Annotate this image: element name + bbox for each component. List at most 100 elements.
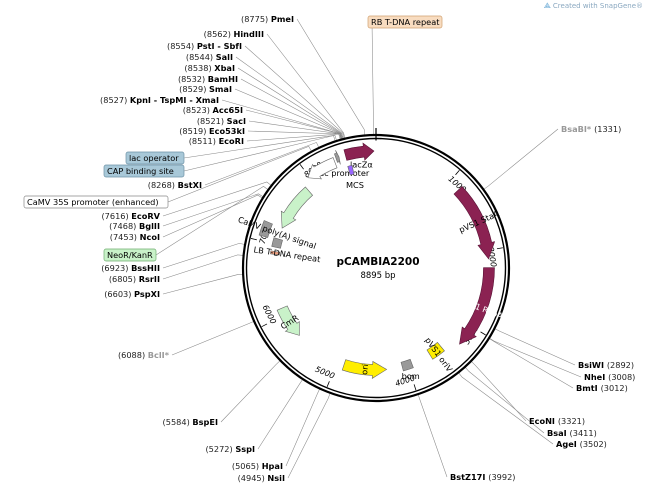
- site-position: (8527): [100, 95, 130, 105]
- site-label: (8544) SalI: [186, 52, 233, 62]
- site-label: (8523) Acc65I: [183, 105, 243, 115]
- site-label: (7468) BglII: [109, 221, 160, 231]
- site-enzyme: BglII: [139, 221, 160, 231]
- site-psti-sbfi: (8554) PstI - SbfI: [167, 41, 242, 51]
- box-label-rb-t-dna-repeat: RB T-DNA repeat: [367, 15, 443, 29]
- site-position: (3321): [558, 416, 585, 426]
- site-position: (7453): [110, 232, 140, 242]
- site-enzyme: EcoRV: [131, 211, 160, 221]
- site-leader-line: [464, 366, 545, 434]
- site-label: NheI (3008): [584, 372, 635, 382]
- ruler-tick: [326, 381, 330, 387]
- site-enzyme: BsaI: [547, 428, 570, 438]
- site-position: (7468): [109, 221, 139, 231]
- site-leader-line: [162, 254, 244, 280]
- ruler-tick: [455, 169, 460, 176]
- plasmid-name: pCAMBIA2200: [336, 256, 419, 268]
- site-enzyme: BclI*: [148, 350, 170, 360]
- site-econi: EcoNI (3321): [529, 416, 585, 426]
- site-label: AgeI (3502): [556, 439, 607, 449]
- feature-pvs1-oriv: [426, 341, 445, 360]
- site-label: BstZ17I (3992): [450, 472, 516, 482]
- feature-label-pvs1-oriv: pVS1 oriV: [423, 335, 455, 374]
- site-enzyme: PstI - SbfI: [197, 41, 242, 51]
- site-position: (5065): [232, 461, 262, 471]
- credit-text: Created with SnapGene®: [552, 2, 643, 10]
- feature-lac-promoter: [333, 150, 341, 165]
- site-leader-line: [494, 328, 576, 366]
- site-leader-line: [162, 181, 272, 217]
- site-label: BsaBI* (1331): [561, 124, 621, 134]
- site-position: (3502): [580, 439, 607, 449]
- site-bspei: (5584) BspEI: [163, 417, 218, 427]
- site-bglii: (7468) BglII: [109, 221, 160, 231]
- box-label-text: NeoR/KanR: [107, 250, 153, 260]
- box-label-camv-35s-promoter-enhanced: CaMV 35S promoter (enhanced): [23, 195, 169, 209]
- box-leader-line: [167, 146, 312, 203]
- feature-lacz: [343, 142, 375, 161]
- box-label-text: CaMV 35S promoter (enhanced): [27, 197, 159, 207]
- box-label-text: RB T-DNA repeat: [371, 17, 440, 27]
- plasmid-backbone: [241, 128, 511, 403]
- site-nhei: NheI (3008): [584, 372, 635, 382]
- site-bmti: BmtI (3012): [576, 383, 628, 393]
- site-label: BsiWI (2892): [578, 360, 634, 370]
- site-bsshii: (6923) BssHII: [101, 263, 160, 273]
- ruler-label: 5000: [314, 365, 336, 381]
- site-leader-line: [162, 193, 264, 227]
- site-position: (8775): [241, 14, 271, 24]
- site-enzyme: Eco53kI: [209, 126, 245, 136]
- site-enzyme: SacI: [227, 116, 246, 126]
- site-position: (8529): [179, 84, 209, 94]
- site-sspi: (5272) SspI: [205, 444, 255, 454]
- site-leader-line: [470, 360, 527, 422]
- plasmid-length: 8895 bp: [360, 271, 395, 281]
- site-label: EcoNI (3321): [529, 416, 585, 426]
- feature-mcs: [347, 164, 355, 176]
- site-label: BmtI (3012): [576, 383, 628, 393]
- box-label-background: [367, 15, 443, 29]
- snapgene-credit: ⟁ Created with SnapGene®: [544, 1, 643, 11]
- site-agei: AgeI (3502): [556, 439, 607, 449]
- feature-camv-35s-promoter-enhanced: [307, 157, 338, 180]
- site-label: (8268) BstXI: [148, 180, 202, 190]
- feature-label-ori: ori: [359, 364, 370, 376]
- site-enzyme: NheI: [584, 372, 608, 382]
- ruler-tick: [413, 384, 417, 391]
- site-enzyme: BssHII: [131, 263, 160, 273]
- site-position: (3012): [601, 383, 628, 393]
- box-label-background: [23, 195, 169, 209]
- site-position: (8544): [186, 52, 216, 62]
- site-leader-line: [483, 128, 559, 190]
- site-position: (8523): [183, 105, 213, 115]
- site-position: (8519): [179, 126, 209, 136]
- site-label: (8519) Eco53kI: [179, 126, 245, 136]
- site-enzyme: PspXI: [134, 289, 160, 299]
- site-eco53ki: (8519) Eco53kI: [179, 126, 245, 136]
- site-leader-line: [488, 338, 574, 389]
- site-pmei: (8775) PmeI: [241, 14, 294, 24]
- feature-pvs1-staa: [453, 186, 496, 260]
- site-enzyme: HindIII: [234, 29, 265, 39]
- site-label: (7616) EcoRV: [101, 211, 160, 221]
- site-position: (8562): [204, 29, 234, 39]
- site-leader-line: [247, 130, 342, 140]
- site-leader-line: [417, 394, 448, 478]
- site-ecori: (8511) EcoRI: [189, 136, 244, 146]
- feature-label-bom: bom: [402, 371, 420, 381]
- restriction-sites: (8775) PmeI (8562) HindIII (8554) PstI - S…: [100, 14, 635, 483]
- site-leader-line: [287, 392, 331, 479]
- site-bstz17i: BstZ17I (3992): [450, 472, 516, 482]
- site-ncoi: (7453) NcoI: [110, 232, 160, 242]
- site-enzyme: KpnI - TspMI - XmaI: [130, 95, 219, 105]
- site-label: (8538) XbaI: [184, 63, 235, 73]
- site-enzyme: BmtI: [576, 383, 601, 393]
- site-pspxi: (6603) PspXI: [104, 289, 160, 299]
- site-ecorv: (7616) EcoRV: [101, 211, 160, 221]
- site-leader-line: [162, 274, 244, 295]
- feature-ori: [341, 359, 388, 379]
- site-acc65i: (8523) Acc65I: [183, 105, 243, 115]
- site-enzyme: PmeI: [271, 14, 294, 24]
- site-enzyme: BsaBI*: [561, 124, 594, 134]
- backbone-inner-circle: [245, 137, 507, 399]
